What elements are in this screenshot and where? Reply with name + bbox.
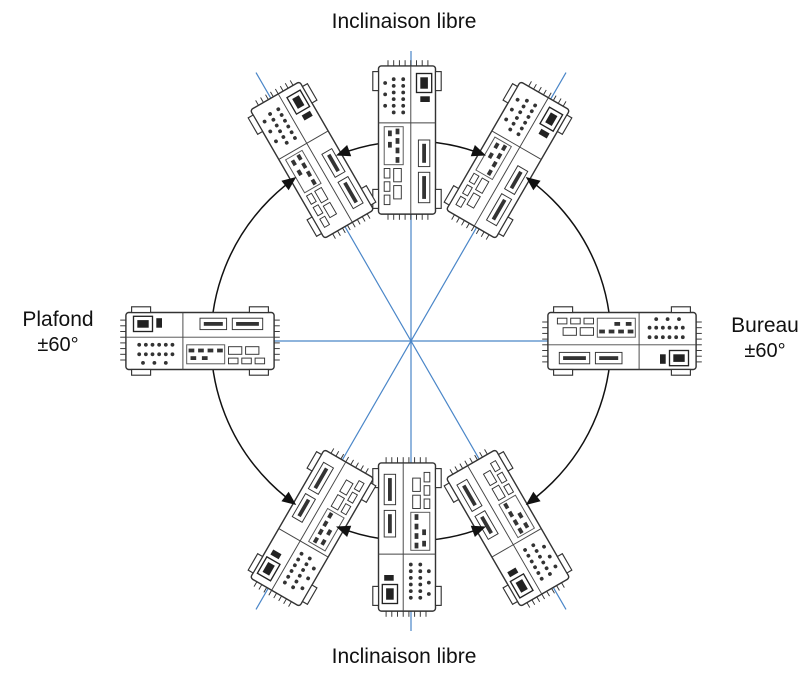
ceiling-label: Plafond ±60° — [8, 308, 108, 357]
bottom-label: Inclinaison libre — [331, 645, 477, 668]
projector-top — [372, 59, 442, 221]
ceiling-range: ±60° — [37, 334, 79, 356]
desk-label: Bureau ±60° — [720, 314, 808, 363]
arrowhead-7 — [470, 145, 486, 157]
projector-bottom-left — [241, 441, 383, 615]
projector-desk — [541, 306, 703, 376]
arrowhead-5 — [470, 525, 486, 537]
projector-bottom — [372, 456, 442, 618]
projector-bottom-right — [437, 441, 579, 615]
projector-top-right — [437, 73, 579, 247]
desk-name: Bureau — [731, 314, 799, 337]
top-label: Inclinaison libre — [331, 10, 477, 33]
arrowhead-0 — [281, 491, 297, 505]
desk-range: ±60° — [744, 340, 786, 362]
arrowhead-3 — [525, 177, 541, 191]
arrowheads — [281, 145, 541, 537]
projector-ceiling — [119, 306, 281, 376]
ceiling-name: Plafond — [22, 308, 94, 331]
arrowhead-2 — [281, 177, 297, 191]
projector-top-left — [241, 73, 383, 247]
arrowhead-4 — [336, 525, 352, 537]
arrowhead-1 — [525, 491, 541, 505]
arrowhead-6 — [336, 145, 352, 157]
